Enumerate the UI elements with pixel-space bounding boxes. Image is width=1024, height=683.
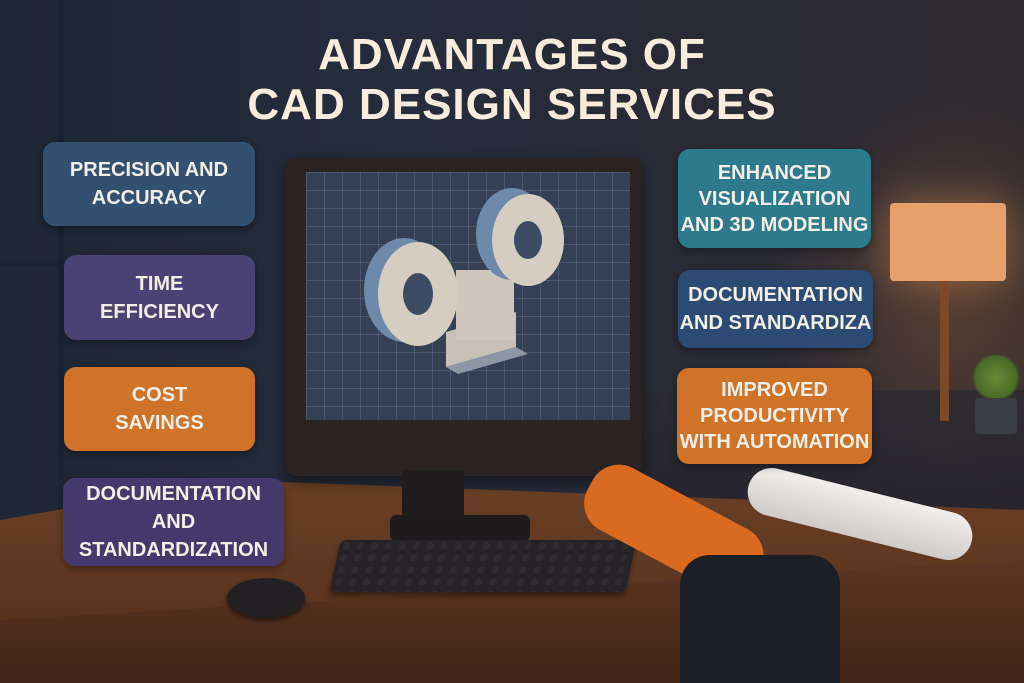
plant-pot (975, 398, 1017, 434)
office-chair (680, 555, 840, 683)
monitor-stand (402, 470, 464, 522)
card-improved-productivity: IMPROVED PRODUCTIVITY WITH AUTOMATION (677, 368, 872, 464)
card-label: ENHANCED VISUALIZATION AND 3D MODELING (680, 161, 869, 236)
keyboard (329, 540, 637, 592)
wall-panel-line (0, 260, 60, 266)
page-title: ADVANTAGES OF CAD DESIGN SERVICES (0, 30, 1024, 130)
card-documentation-standardization: DOCUMENTATION AND STANDARDIZATION (63, 478, 284, 566)
card-precision-accuracy: PRECISION AND ACCURACY (43, 142, 255, 226)
lamp-shade (890, 203, 1006, 281)
cad-screen (306, 172, 630, 420)
title-line-2: CAD DESIGN SERVICES (247, 80, 777, 129)
card-label: PRECISION AND ACCURACY (69, 159, 229, 209)
card-time-efficiency: TIME EFFICIENCY (64, 255, 255, 340)
card-label: DOCUMENTATION AND STANDARDIZA (679, 284, 872, 334)
card-label: DOCUMENTATION AND STANDARDIZATION (78, 483, 269, 561)
cad-3d-part-icon (364, 188, 564, 374)
monitor-base (390, 515, 530, 541)
wall-panel-line (58, 0, 64, 480)
card-documentation-standardiza: DOCUMENTATION AND STANDARDIZA (678, 270, 873, 348)
card-label: IMPROVED PRODUCTIVITY WITH AUTOMATION (679, 379, 870, 453)
lamp-pole (940, 281, 949, 421)
card-label: COST SAVINGS (115, 384, 204, 434)
card-enhanced-visualization: ENHANCED VISUALIZATION AND 3D MODELING (678, 149, 871, 248)
mouse (227, 578, 305, 618)
title-line-1: ADVANTAGES OF (318, 30, 706, 79)
card-cost-savings: COST SAVINGS (64, 367, 255, 451)
card-label: TIME EFFICIENCY (100, 272, 219, 323)
plant-icon (970, 355, 1022, 400)
